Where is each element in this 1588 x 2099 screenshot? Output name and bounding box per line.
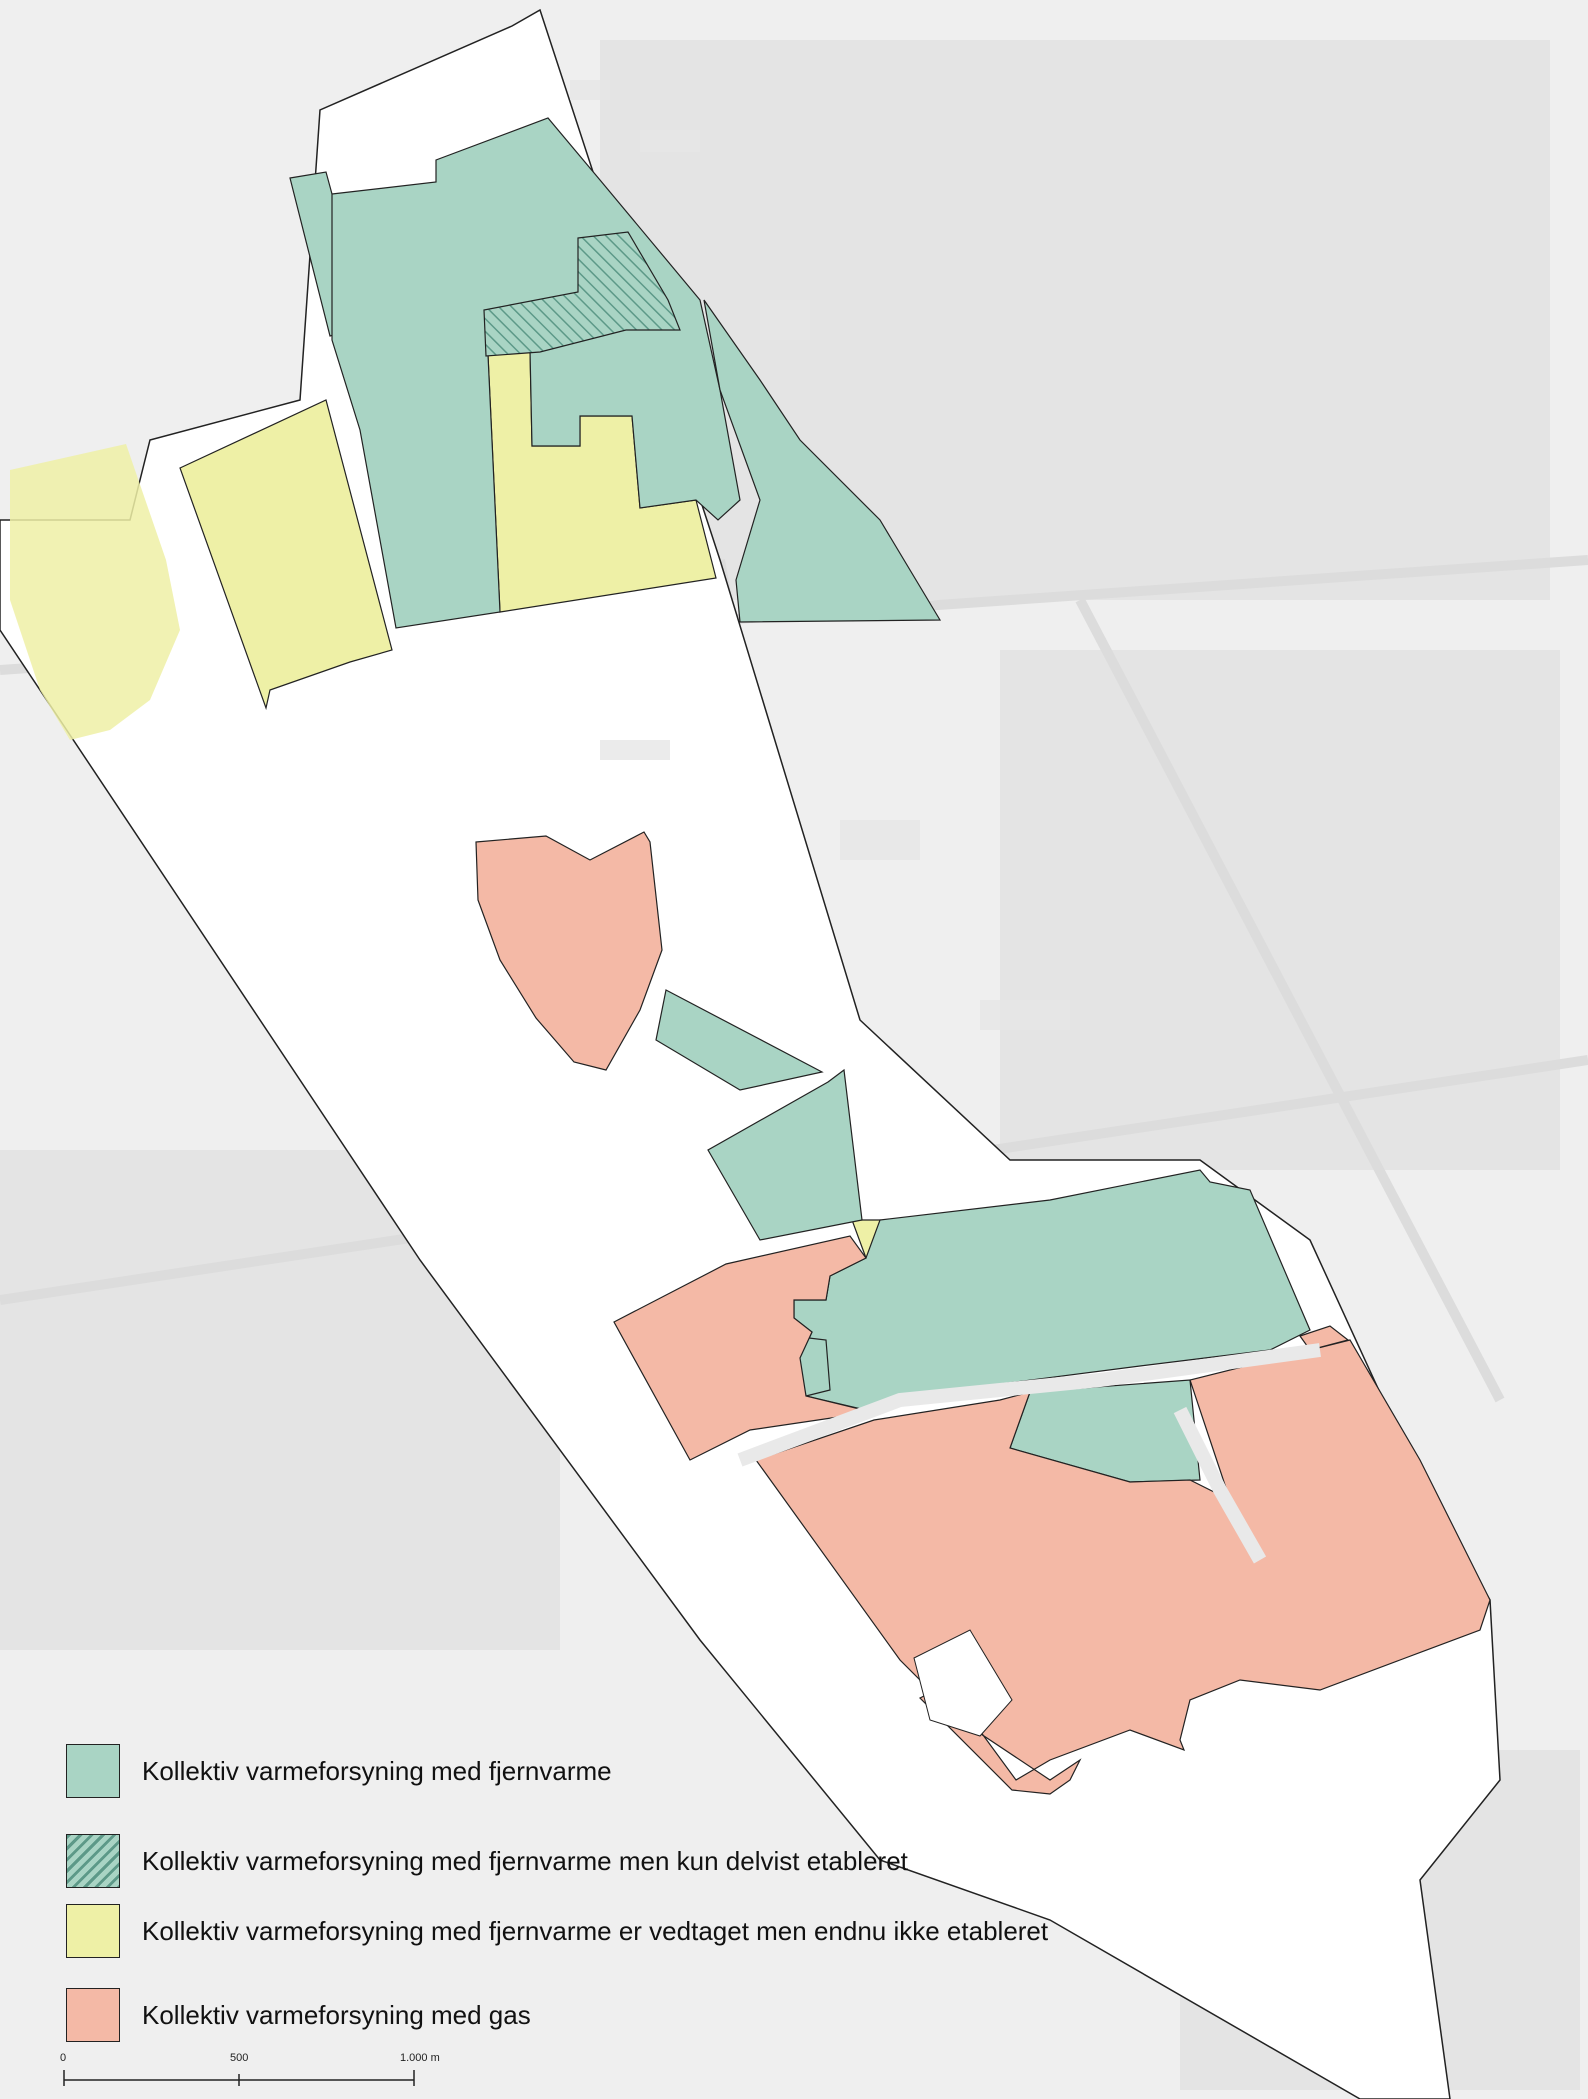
zone-vedtaget-west [179, 399, 393, 711]
scale-bar: 0 500 1.000 m [60, 2052, 480, 2092]
scale-tick-500: 500 [230, 2052, 249, 2064]
scale-tick-1000: 1.000 m [400, 2052, 440, 2064]
zone-roads [737, 1343, 1321, 1564]
legend-label-delvist: Kollektiv varmeforsyning med fjernvarme … [142, 1846, 908, 1876]
legend-swatch-yellow [66, 1904, 120, 1958]
scale-tick-0: 0 [60, 2052, 67, 2064]
legend-label-gas: Kollektiv varmeforsyning med gas [142, 2000, 531, 2030]
zone-fjernvarme-northeast [703, 299, 942, 623]
legend-swatch-green [66, 1744, 120, 1798]
zone-delvist[interactable] [483, 231, 681, 357]
zone-gas-south-west [613, 1235, 873, 1461]
zone-vedtaget-outside[interactable] [10, 444, 180, 740]
zone-gas-mid [475, 831, 663, 1071]
legend-label-fjernvarme: Kollektiv varmeforsyning med fjernvarme [142, 1756, 612, 1786]
zone-fjernvarme-mid1 [655, 989, 824, 1091]
buildings-texture [570, 80, 1070, 1030]
zone-fjernvarme-north [331, 117, 741, 629]
legend-label-vedtaget: Kollektiv varmeforsyning med fjernvarme … [142, 1916, 1049, 1946]
scale-line [63, 2070, 415, 2086]
zone-fjernvarme-mid2 [707, 1068, 863, 1241]
zones-fjernvarme[interactable] [289, 117, 1311, 1483]
legend-swatch-hatched [66, 1834, 120, 1888]
zone-gas-hole [913, 1629, 1013, 1737]
legend-swatch-salmon [66, 1988, 120, 2042]
